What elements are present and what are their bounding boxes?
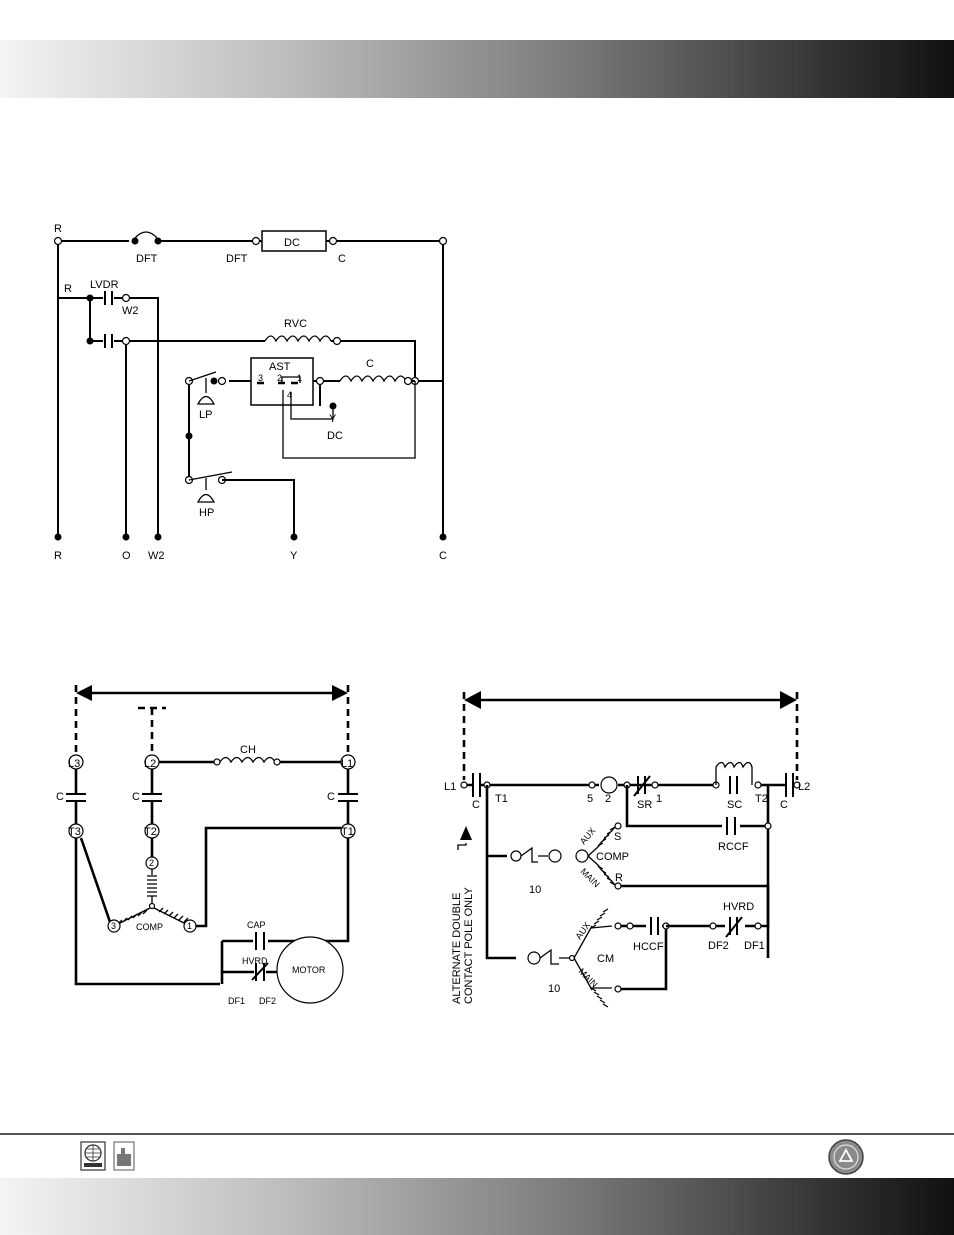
label-sr: SR [637,799,652,811]
label-t3: T3 [68,826,81,838]
label-winding-2: 2 [149,858,154,868]
label-dft-mid: DFT [226,253,248,265]
label-main-2: MAIN [577,966,600,989]
label-t2: T2 [144,826,157,838]
label-c-top: C [338,253,346,265]
label-motor: MOTOR [292,965,326,975]
label-aux-1: AUX [578,826,598,847]
label-c-right: C [780,799,788,811]
label-l2: L2 [798,781,810,793]
label-c-left: C [472,799,480,811]
label-1: 1 [656,793,662,805]
label-2: 2 [605,793,611,805]
label-hvrd: HVRD [242,956,268,966]
label-lp: LP [199,409,212,421]
label-main-1: MAIN [579,866,602,889]
label-cap: CAP [247,920,266,930]
label-bottom-w2: W2 [148,550,165,562]
single-phase-diagram: L1 L2 C T1 5 2 SR 1 SC T2 C AUX S COMP R… [444,691,810,1007]
note-line-2: CONTACT POLE ONLY [463,887,475,1004]
label-10-bottom: 10 [548,983,560,995]
label-cm: CM [597,953,614,965]
label-winding-3: 3 [111,921,116,931]
label-t2: T2 [755,793,768,805]
label-ast-pin-2: 2 [277,373,282,383]
control-diagram: R DFT DFT DC C R LVDR W2 RVC AST 3 2 1 4… [54,223,447,562]
label-winding-1: 1 [187,921,192,931]
label-w2-top: W2 [122,305,139,317]
label-l2: L2 [144,758,156,770]
label-ast: AST [269,361,291,373]
label-bottom-o: O [122,550,131,562]
label-sc: SC [727,799,742,811]
label-df1: DF1 [228,996,245,1006]
label-rvc: RVC [284,318,307,330]
label-r-mid: R [64,283,72,295]
label-lvdr: LVDR [90,279,119,291]
label-ast-pin-3: 3 [258,373,263,383]
label-hccf: HCCF [633,941,664,953]
label-df1: DF1 [744,940,765,952]
label-ast-pin-4: 4 [287,390,292,400]
label-comp: COMP [596,851,629,863]
three-phase-diagram: L3 L2 L1 CH C C C T3 T2 T1 2 3 1 COMP CA… [56,685,358,1006]
label-s: S [614,831,621,843]
label-l1: L1 [444,781,456,793]
label-r-top: R [54,223,62,235]
footer-logos [81,1140,863,1174]
label-hvrd: HVRD [723,901,754,913]
label-dc-box: DC [284,237,300,249]
label-bottom-r: R [54,550,62,562]
label-10-top: 10 [529,884,541,896]
note-line-1: ALTERNATE DOUBLE [451,893,463,1004]
label-rccf: RCCF [718,841,749,853]
label-t1: T1 [495,793,508,805]
label-c-mid: C [132,791,140,803]
label-l1: L1 [341,758,353,770]
label-ast-pin-1: 1 [297,373,302,383]
label-dc-low: DC [327,430,343,442]
label-y-mid: Y [329,413,337,425]
label-dft-top: DFT [136,253,158,265]
label-df2: DF2 [259,996,276,1006]
label-ch: CH [240,744,256,756]
label-c-coil: C [366,358,374,370]
label-l3: L3 [68,758,80,770]
label-5: 5 [587,793,593,805]
label-bottom-y: Y [290,550,298,562]
label-bottom-c: C [439,550,447,562]
label-r: R [615,872,623,884]
label-hp: HP [199,507,214,519]
label-c-right: C [327,791,335,803]
label-df2: DF2 [708,940,729,952]
label-t1: T1 [341,826,354,838]
label-c-left: C [56,791,64,803]
label-comp: COMP [136,922,163,932]
